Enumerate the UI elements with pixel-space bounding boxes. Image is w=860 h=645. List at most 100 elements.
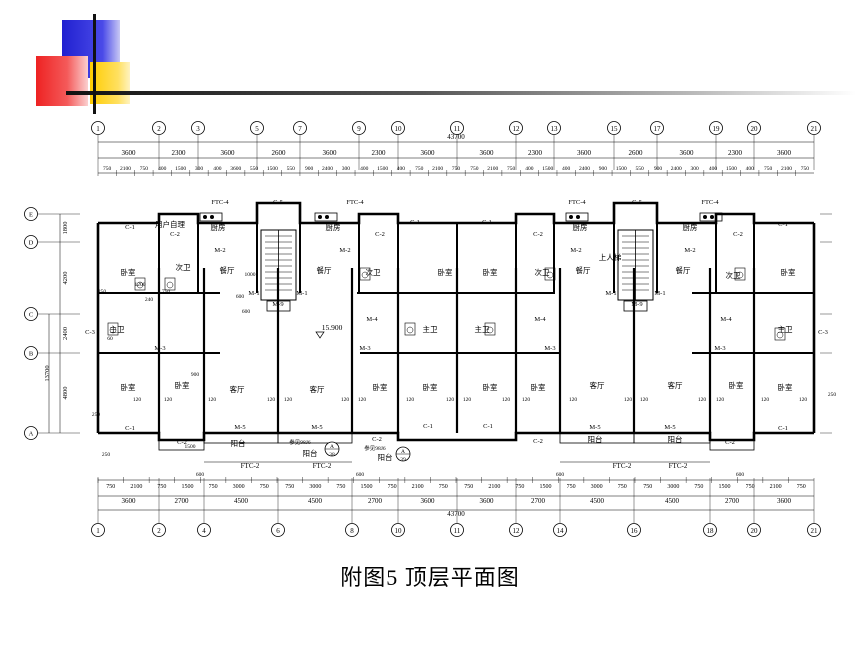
dim-side: 13700: [44, 365, 51, 381]
dim-note: 120: [502, 397, 511, 403]
room-label: 客厅: [230, 384, 245, 394]
axis-bubble-top: [293, 121, 307, 135]
axis-bubble-top: [152, 121, 166, 135]
fixture: [484, 322, 496, 336]
dim-outer-top: 3600: [221, 149, 236, 157]
axis-number-bottom: 10: [395, 527, 403, 535]
room-label: 卧室: [121, 267, 136, 277]
dim-inner-bottom: 2100: [130, 484, 142, 490]
deco-vertical-rule: [93, 14, 96, 114]
axis-bubble-side: [24, 346, 38, 360]
axis-number-top: 15: [611, 125, 619, 133]
axis-bubble-bottom: [345, 523, 359, 537]
dim-note: 600: [236, 294, 245, 300]
room-label: 厨房: [211, 222, 226, 232]
axis-letter-side: B: [29, 351, 34, 358]
opening-label: C-2: [372, 436, 382, 443]
dim-note: 120: [284, 397, 293, 403]
axis-number-bottom: 11: [454, 527, 461, 535]
opening-label: FTC-2: [613, 462, 632, 470]
fixture: [734, 267, 746, 281]
dim-inner-top: 400: [709, 166, 718, 172]
dim-note: 600: [196, 472, 205, 478]
exterior-wall-bottom: [98, 431, 814, 442]
balcony-small: [158, 439, 205, 451]
axis-bubble-top: [352, 121, 366, 135]
opening-label: C-2: [725, 439, 735, 446]
dim-outer-top: 3600: [122, 149, 137, 157]
dim-inner-bottom: 2100: [488, 484, 500, 490]
axis-number-top: 2: [157, 125, 161, 133]
room-label: 次卫: [176, 262, 191, 272]
dim-inner-bottom: 3000: [309, 484, 321, 490]
dim-note: 1500: [185, 444, 196, 450]
opening-label: C-1: [125, 224, 135, 231]
axis-number-top: 17: [654, 125, 662, 133]
axis-number-bottom: 12: [513, 527, 521, 535]
dim-inner-bottom: 1500: [361, 484, 373, 490]
fixture-bowl: [166, 281, 174, 289]
axis-number-top: 13: [551, 125, 559, 133]
axis-bubble-top: [509, 121, 523, 135]
opening-label: C-1: [483, 423, 493, 430]
axis-number-top: 20: [751, 125, 759, 133]
dim-outer-bottom: 4500: [234, 497, 249, 505]
axis-bubble-side: [24, 207, 38, 221]
dim-inner-top: 750: [452, 166, 461, 172]
dim-note: 120: [358, 397, 367, 403]
dim-inner-bottom: 2100: [412, 484, 424, 490]
dim-outer-bottom: 4500: [590, 497, 605, 505]
detail-ref-letter: A: [401, 449, 405, 455]
axis-number-bottom: 6: [276, 527, 280, 535]
dim-note: 120: [624, 397, 633, 403]
room-label: 次卫: [535, 267, 550, 277]
detail-ref-letter: A: [330, 444, 334, 450]
opening-label: C-2: [177, 439, 187, 446]
dim-inner-top: 900: [305, 166, 314, 172]
room-label: 上人梯: [599, 252, 622, 262]
dim-outer-bottom: 2700: [368, 497, 383, 505]
axis-number-top: 1: [96, 125, 100, 133]
opening-label: C-1: [778, 425, 788, 432]
axis-number-top: 5: [255, 125, 259, 133]
axis-number-bottom: 4: [202, 527, 206, 535]
room-label: 阳台: [378, 452, 393, 462]
dim-outer-bottom: 2700: [175, 497, 190, 505]
axis-bubble-top: [250, 121, 264, 135]
room-label: 卧室: [531, 382, 546, 392]
dim-note: 120: [133, 397, 142, 403]
room-label: 餐厅: [676, 266, 691, 275]
dim-outer-bottom: 3600: [421, 497, 436, 505]
axis-bubble-bottom: [391, 523, 405, 537]
axis-bubble-top: [91, 121, 105, 135]
dim-inner-top: 300: [195, 166, 204, 172]
dim-note: 900: [191, 372, 200, 378]
dim-note: 120: [640, 397, 649, 403]
opening-label: M-4: [534, 316, 546, 323]
dim-outer-top: 3600: [680, 149, 695, 157]
axis-letter-side: E: [29, 212, 33, 219]
opening-label: M-2: [339, 247, 350, 254]
axis-number-bottom: 8: [350, 527, 354, 535]
dim-note: 120: [406, 397, 415, 403]
axis-bubble-side: [24, 235, 38, 249]
dim-note: 600: [736, 472, 745, 478]
dim-inner-bottom: 750: [285, 484, 294, 490]
dim-outer-bottom: 2700: [725, 497, 740, 505]
elevation-label: 15.900: [322, 323, 343, 332]
opening-label: M-5: [234, 424, 245, 431]
stove-burner: [703, 215, 707, 219]
fixture: [404, 322, 416, 336]
fixture-bowl: [776, 331, 784, 339]
stove-burner: [325, 215, 329, 219]
kitchen-counter: [565, 212, 589, 222]
axis-bubble-top: [709, 121, 723, 135]
dim-note: 250: [98, 289, 107, 295]
dim-inner-top: 300: [342, 166, 351, 172]
room-label: 阳台: [588, 434, 603, 444]
dim-note: 250: [828, 392, 837, 398]
dim-inner-top: 400: [525, 166, 534, 172]
fixture-bowl: [136, 281, 144, 289]
axis-number-bottom: 18: [707, 527, 715, 535]
